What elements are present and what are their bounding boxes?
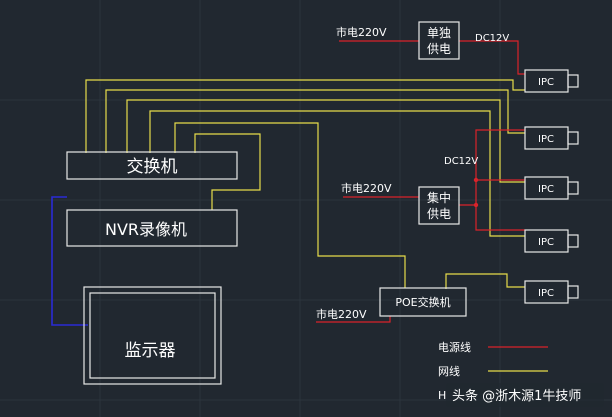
net-cable-switch-ipc3 (126, 99, 525, 183)
legend-network-label: 网线 (438, 364, 460, 378)
legend-power-label: 电源线 (438, 340, 471, 354)
single-power-box: 单独 供电 (418, 21, 460, 60)
single-power-label-line1: 单独 (427, 26, 451, 40)
watermark-backdrop (446, 383, 604, 407)
ipc-camera-3: IPC (524, 176, 579, 200)
ipc-camera-1: IPC (524, 69, 579, 93)
mains-label-mid: 市电220V (341, 181, 392, 195)
video-cable-nvr-monitor (51, 196, 88, 326)
central-power-label-line1: 集中 (427, 190, 451, 205)
legend-video-label: H (438, 389, 446, 402)
watermark-text: 头条 @浙木源1牛技师 (452, 388, 581, 404)
legend: 电源线 网线 H (438, 340, 548, 402)
switch-box: 交换机 (66, 151, 238, 180)
monitor-box: 监示器 (83, 286, 222, 385)
net-cable-switch-nvr (194, 133, 261, 210)
nvr-label: NVR录像机 (105, 220, 187, 239)
net-cable-switch-ipc2 (105, 89, 525, 153)
monitor-label: 监示器 (125, 341, 176, 361)
ipc-camera-2: IPC (524, 126, 579, 150)
central-power-box: 集中 供电 (418, 186, 460, 225)
network-cables (85, 79, 525, 289)
nvr-box: NVR录像机 (66, 209, 238, 247)
ipc-label: IPC (538, 77, 554, 88)
central-power-label-line2: 供电 (427, 207, 451, 221)
switch-label: 交换机 (127, 157, 178, 177)
poe-switch-box: POE交换机 (379, 287, 467, 317)
power-cables (316, 40, 525, 323)
ipc-label: IPC (538, 184, 554, 195)
single-power-to-ipc1 (459, 40, 525, 75)
net-cable-switch-ipc1 (85, 79, 525, 153)
ipc-label: IPC (538, 288, 554, 299)
mains-label-top: 市电220V (336, 25, 387, 39)
ipc-camera-5: IPC (524, 280, 579, 304)
mains-to-poe-switch (316, 316, 391, 323)
dc-label-mid: DC12V (444, 156, 478, 167)
net-cable-switch-poe (174, 122, 406, 288)
ipc-camera-4: IPC (524, 229, 579, 253)
ipc-label: IPC (538, 134, 554, 145)
watermark: 头条 @浙木源1牛技师 (446, 383, 604, 407)
poe-switch-label: POE交换机 (395, 295, 450, 309)
power-junction-dot (473, 177, 479, 183)
central-power-to-ipc4 (475, 205, 525, 231)
single-power-label-line2: 供电 (427, 42, 451, 56)
mains-label-poe: 市电220V (316, 307, 367, 321)
ipc-label: IPC (538, 237, 554, 248)
power-junction-dot (473, 202, 479, 208)
dc-label-top: DC12V (475, 33, 509, 44)
central-power-bus (459, 129, 525, 206)
net-cable-switch-ipc4 (149, 110, 525, 237)
net-cable-poe-ipc5 (445, 273, 525, 289)
